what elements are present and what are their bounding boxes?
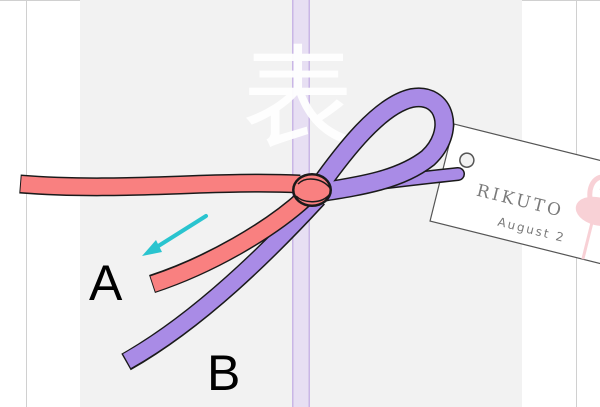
flamingo-icon bbox=[575, 174, 600, 260]
name-tag-hole bbox=[459, 152, 475, 168]
name-tag: RIKUTO August 2 bbox=[429, 123, 600, 271]
red-cord-a bbox=[150, 192, 311, 292]
label-b: B bbox=[207, 345, 240, 401]
arrow-down-left-icon bbox=[142, 214, 208, 256]
purple-loop bbox=[311, 88, 453, 201]
knot-wrap bbox=[297, 178, 331, 189]
frame-left-line bbox=[26, 0, 27, 407]
knot bbox=[294, 175, 330, 205]
purple-cord-b bbox=[123, 192, 324, 368]
red-cord-left bbox=[20, 175, 301, 195]
label-a: A bbox=[89, 255, 123, 311]
watermark-character: 表 bbox=[242, 35, 354, 165]
knot-wrap-lower bbox=[295, 193, 331, 203]
